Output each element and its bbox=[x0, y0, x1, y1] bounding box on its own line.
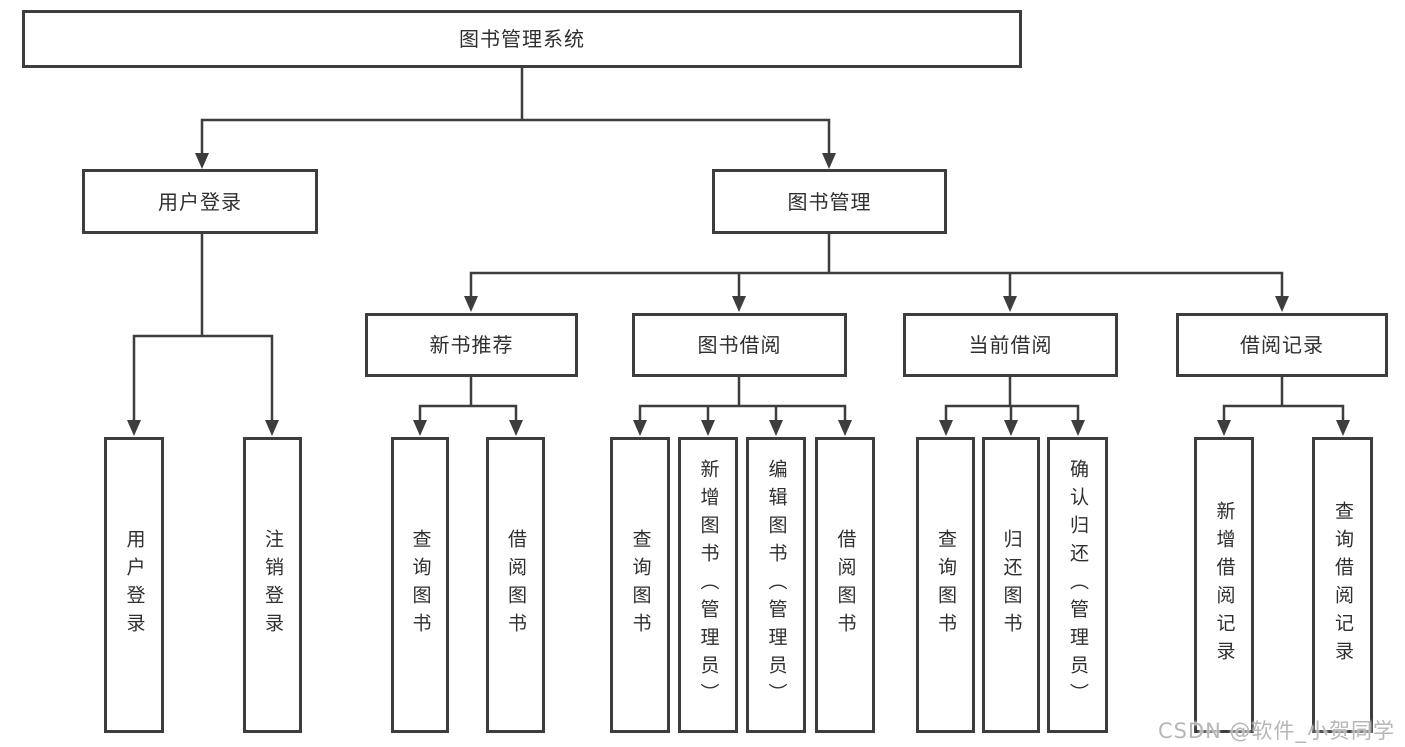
leaf-logout: 注销登录 bbox=[243, 437, 302, 733]
leaf-borrow-books-2: 借阅图书 bbox=[815, 437, 875, 733]
node-borrow-records: 借阅记录 bbox=[1176, 313, 1388, 377]
leaf-search-borrow-record: 查询借阅记录 bbox=[1312, 437, 1373, 733]
node-book-borrow: 图书借阅 bbox=[632, 313, 847, 377]
leaf-search-books-1: 查询图书 bbox=[391, 437, 449, 733]
node-current-borrow: 当前借阅 bbox=[903, 313, 1118, 377]
leaf-edit-books-admin: 编辑图书（管理员） bbox=[746, 437, 806, 733]
leaf-borrow-books-1: 借阅图书 bbox=[486, 437, 545, 733]
node-new-book-recommend: 新书推荐 bbox=[365, 313, 578, 377]
leaf-return-books: 归还图书 bbox=[982, 437, 1040, 733]
leaf-search-books-2: 查询图书 bbox=[610, 437, 670, 733]
leaf-search-books-3: 查询图书 bbox=[916, 437, 975, 733]
node-book-management: 图书管理 bbox=[712, 169, 947, 234]
leaf-add-borrow-record: 新增借阅记录 bbox=[1194, 437, 1254, 733]
csdn-watermark: CSDN @软件_小贺同学 bbox=[1157, 719, 1395, 743]
leaf-confirm-return-admin: 确认归还（管理员） bbox=[1047, 437, 1108, 733]
node-user-login: 用户登录 bbox=[82, 169, 318, 234]
node-root: 图书管理系统 bbox=[22, 10, 1022, 68]
leaf-add-books-admin: 新增图书（管理员） bbox=[678, 437, 738, 733]
leaf-user-login: 用户登录 bbox=[104, 437, 164, 733]
